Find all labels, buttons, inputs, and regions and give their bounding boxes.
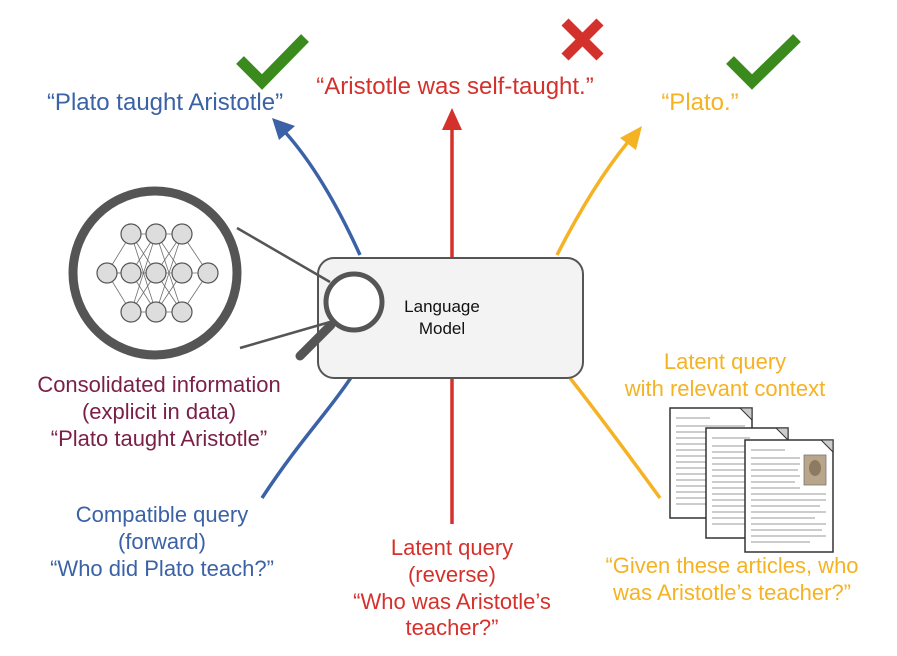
latent-query-line4: teacher?” (405, 615, 499, 641)
latent-query-line3: “Who was Aristotle’s (353, 588, 551, 614)
context-input-arrow (568, 376, 662, 500)
model-label-line1: Language (404, 297, 480, 316)
reverse-output-label: “Aristotle was self-taught.” (310, 72, 600, 101)
context-output-arrow (555, 140, 630, 256)
context-query-question: “Given these articles, who was Aristotle… (582, 553, 882, 607)
forward-input-arrow (260, 375, 354, 499)
forward-output-label: “Plato taught Aristotle” (40, 88, 290, 117)
context-query-line2: with relevant context (624, 375, 826, 401)
forward-output-text: “Plato taught Aristotle” (46, 89, 284, 116)
compatible-query-line1: Compatible query (75, 502, 249, 527)
magnifier-icon (295, 271, 385, 361)
cross-icon (561, 18, 604, 61)
consolidated-line1: Consolidated information (37, 372, 281, 397)
neural-network-icon (68, 186, 242, 360)
consolidated-info-label: Consolidated information (explicit in da… (14, 372, 304, 452)
forward-output-arrow (283, 130, 362, 256)
compatible-query-line3: “Who did Plato teach?” (50, 555, 274, 581)
context-query-header: Latent query with relevant context (590, 349, 860, 403)
context-output-text: “Plato.” (661, 89, 739, 116)
context-arrowhead (620, 126, 642, 150)
language-model-box (317, 257, 584, 379)
model-label-line2: Model (418, 319, 466, 339)
context-query-line1: Latent query (663, 349, 787, 374)
consolidated-line3: “Plato taught Aristotle” (50, 425, 268, 451)
context-query-line3: “Given these articles, who (605, 553, 859, 578)
zoom-connector-top (236, 226, 331, 284)
context-query-line4: was Aristotle’s teacher?” (612, 579, 852, 605)
document-stack-icon (669, 407, 834, 553)
latent-query-line1: Latent query (390, 535, 514, 560)
reverse-arrowhead (442, 108, 462, 130)
latent-query-line2: (reverse) (407, 561, 496, 587)
consolidated-line2: (explicit in data) (81, 398, 237, 424)
zoom-connector-bottom (239, 320, 331, 350)
language-model-label: Language Model (372, 296, 512, 340)
compatible-query-label: Compatible query (forward) “Who did Plat… (22, 502, 302, 582)
checkmark-icon (236, 34, 309, 90)
compatible-query-line2: (forward) (117, 528, 206, 554)
reverse-output-text: “Aristotle was self-taught.” (316, 73, 594, 100)
context-output-label: “Plato.” (650, 88, 750, 117)
latent-query-label: Latent query (reverse) “Who was Aristotl… (322, 535, 582, 642)
checkmark-icon (726, 34, 801, 90)
forward-arrowhead (272, 118, 295, 140)
